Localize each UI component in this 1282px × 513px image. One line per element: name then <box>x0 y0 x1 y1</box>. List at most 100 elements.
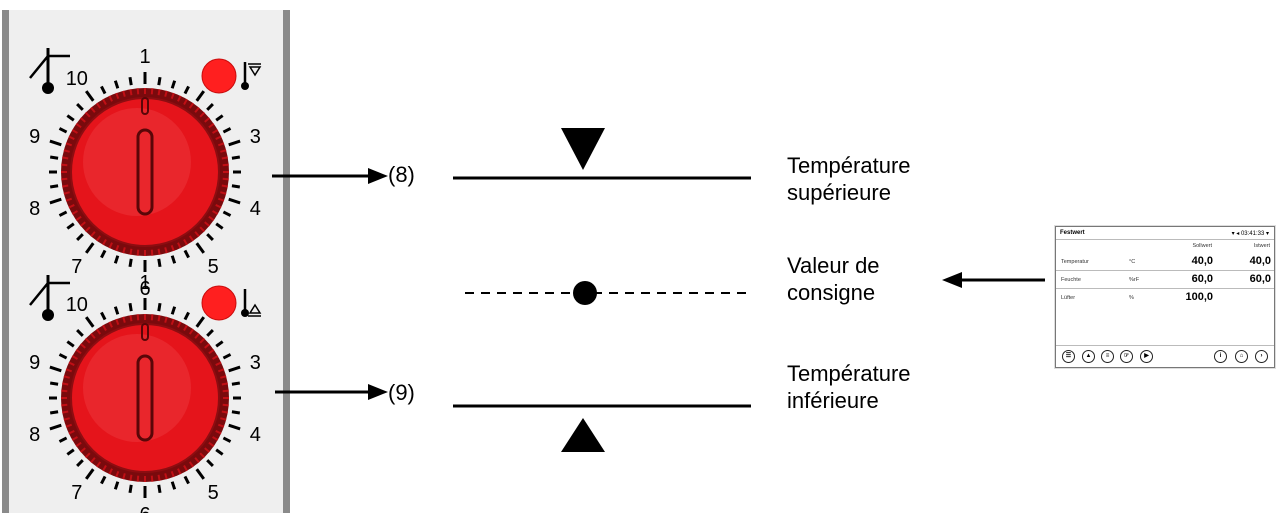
callout-9: (9) <box>388 380 415 405</box>
knob-knurl <box>108 95 113 102</box>
info-icon[interactable]: i <box>1214 350 1227 363</box>
dial-tick <box>100 311 107 321</box>
dial-tick <box>76 329 84 337</box>
knob-knurl <box>177 468 182 475</box>
knob-knurl <box>194 333 200 339</box>
knob-knurl <box>199 111 206 118</box>
upper-limit-dial[interactable]: 12345678910 <box>29 46 261 300</box>
lower-temp-line1: Température <box>787 361 911 386</box>
controller-display: Festwert ▾ ◂ 03:41:33 ▾ Sollwert Istwert… <box>1055 226 1275 368</box>
dial-major-tick <box>195 468 205 480</box>
knob-knurl <box>208 123 215 129</box>
manual-icon[interactable]: ☞ <box>1120 350 1133 363</box>
knob-knurl <box>68 204 75 209</box>
lower-temp-label: Température inférieure <box>787 360 911 414</box>
row-name: Temperatur <box>1061 259 1089 265</box>
knob-knurl <box>188 102 194 109</box>
next-icon[interactable]: › <box>1255 350 1268 363</box>
dial-major-tick <box>228 365 241 373</box>
knob-knurl <box>129 474 133 481</box>
knob-knurl <box>220 375 227 379</box>
dial-scale-label: 5 <box>208 482 219 504</box>
dial-tick <box>49 381 59 386</box>
dial-major-tick <box>85 468 95 480</box>
knob-pointer <box>141 97 149 115</box>
dial-major-tick <box>49 139 62 147</box>
dial-tick <box>231 381 241 386</box>
knob-knurl <box>150 249 154 256</box>
knob-knurl <box>170 318 175 326</box>
knob-knurl <box>115 470 120 478</box>
knob-knurl <box>212 210 219 215</box>
knob-knurl <box>204 447 210 453</box>
row-unit: % <box>1129 295 1134 301</box>
knob-knurl <box>220 149 227 153</box>
knob-knurl <box>68 135 75 140</box>
knob-knurl <box>199 452 206 459</box>
knob-knurl <box>157 315 161 322</box>
dial-tick <box>76 233 84 241</box>
row-divider <box>1056 270 1274 271</box>
knob-knurl <box>177 95 182 102</box>
knob-knurl <box>62 184 69 188</box>
dial-tick <box>113 481 120 490</box>
dial-scale-label: 6 <box>139 278 150 300</box>
dial-tick <box>113 306 120 315</box>
play-icon[interactable]: ▶ <box>1140 350 1153 363</box>
upper-temp-line2: supérieure <box>787 180 891 205</box>
knob-slot <box>136 354 154 442</box>
knob-knurl <box>157 474 161 481</box>
lower-limit-marker <box>561 418 605 452</box>
knob-knurl <box>75 441 82 447</box>
dial-tick <box>170 80 177 89</box>
knob-knurl <box>212 355 219 360</box>
dial-tick <box>128 258 133 268</box>
dial-scale-label: 7 <box>71 482 82 504</box>
panel-right-edge <box>283 10 290 513</box>
knob-knurl <box>188 235 194 242</box>
dial-tick <box>222 353 232 360</box>
dial-major-tick <box>228 423 241 431</box>
knob-knurl <box>129 248 133 255</box>
display-row: Temperatur °C 40,0 40,0 <box>1056 253 1274 269</box>
notes-icon[interactable]: ≡ <box>1101 350 1114 363</box>
setpoint-line1: Valeur de <box>787 253 880 278</box>
dial-major-tick <box>195 90 205 102</box>
knob-knurl <box>222 389 229 393</box>
knob-knurl <box>102 324 107 331</box>
dial-tick <box>183 475 190 485</box>
knob-knurl <box>122 90 126 97</box>
lower-limit-dial[interactable]: 12345678910 <box>29 272 261 513</box>
dial-tick <box>49 184 59 189</box>
menu-icon[interactable]: ☰ <box>1062 350 1075 363</box>
dial-scale-label: 1 <box>139 272 150 294</box>
knob-knurl <box>61 403 68 407</box>
knob-knurl <box>65 423 73 428</box>
dial-tick <box>231 184 241 189</box>
knob-knurl <box>122 473 126 480</box>
upper-limit-thermometer-icon <box>241 62 262 90</box>
dial-major-tick <box>195 242 205 254</box>
dial-major-tick <box>49 197 62 205</box>
dial-tick <box>222 436 232 443</box>
dial-tick <box>222 210 232 217</box>
knob-knurl <box>194 231 200 237</box>
knob-knurl <box>71 355 78 360</box>
knob-knurl <box>183 465 188 472</box>
col-setpoint: Sollwert <box>1192 243 1212 249</box>
row-unit: °C <box>1129 259 1136 265</box>
knob-knurl <box>63 417 70 421</box>
knob-knurl <box>157 248 161 255</box>
dial-scale-label: 1 <box>139 46 150 68</box>
knob-knurl <box>80 343 86 349</box>
row-set: 40,0 <box>1191 255 1213 267</box>
dial-tick <box>66 114 75 122</box>
knob-knurl <box>164 247 168 254</box>
dial-tick <box>215 222 224 230</box>
alarm-icon[interactable]: ▲ <box>1082 350 1095 363</box>
home-icon[interactable]: ⌂ <box>1235 350 1248 363</box>
knob-knurl <box>217 423 225 428</box>
row-actual: 40,0 <box>1249 255 1271 267</box>
knob-knurl <box>170 92 175 100</box>
